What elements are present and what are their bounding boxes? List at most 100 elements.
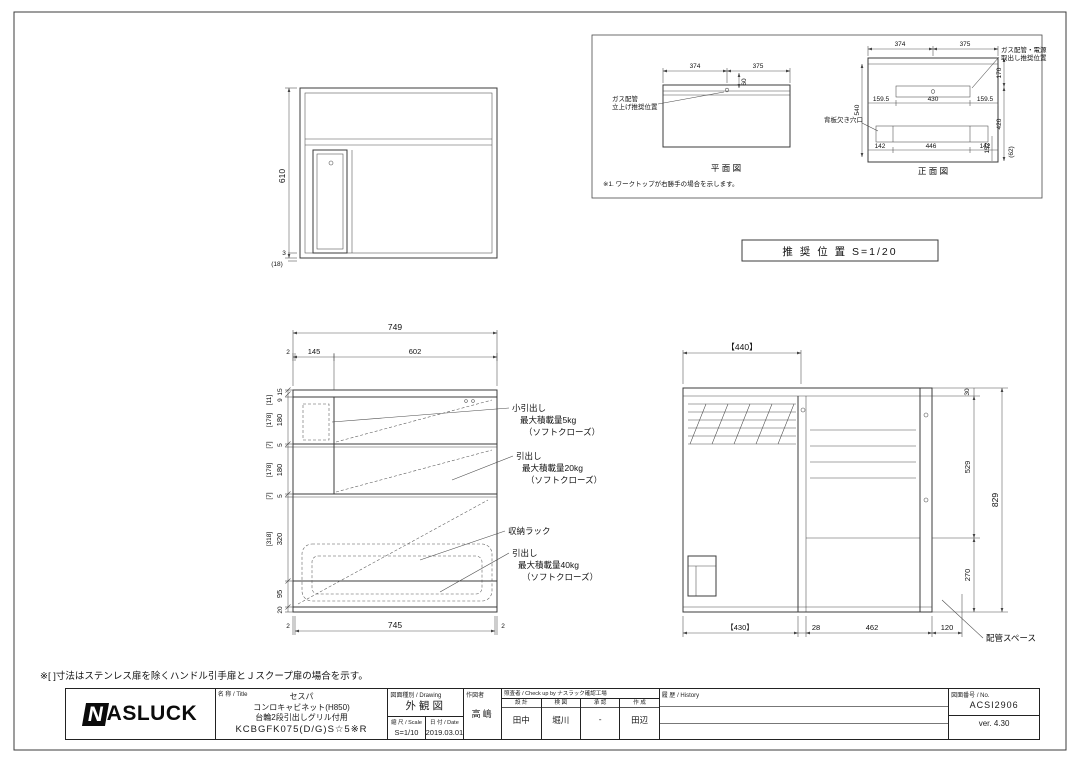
date-value: 2019.03.01 [425,728,464,737]
check-author-value: 田辺 [631,715,649,725]
dim-front-2-top: 2 [286,349,290,356]
dim-front-180b: 180 [275,464,284,477]
dim-inset-front-142-right: 142 [980,143,991,150]
pipe-space-label: 配管スペース [986,633,1036,643]
product-model-number: KCBGFK075(D/G)S☆5※R [235,723,368,735]
back-hole-label: 背板欠き穴口 [824,115,863,124]
dim-side-30: 30 [964,388,971,396]
drawing-number-value: ACSI2906 [969,700,1019,710]
dim-inset-front-152: 152 [984,142,991,153]
check-cell-author: 作 成 田辺 [620,699,659,739]
check-cell: 照査者 / Check up by ナスラック確認工場 設 計 田中 検 図 堀… [502,689,660,739]
dim-topview-3: 3 [282,250,286,257]
gas-riser-label-line1: ガス配管 [612,94,639,103]
dim-front-180a: 180 [275,414,284,427]
dim-inset-plan-375: 375 [753,63,764,70]
drawn-by-value: 高嶋 [471,709,494,719]
callout-drawer20-line3: （ソフトクローズ） [526,475,602,485]
check-author-header: 作 成 [620,699,659,708]
dim-front-178b: [178] [266,463,273,478]
recommended-position-label: 推 奨 位 置 S=1/20 [782,245,897,258]
check-cell-review: 検 図 堀川 [541,699,581,739]
dim-inset-front-159-5-right: 159.5 [977,96,994,103]
dim-front-2-bottom-left: 2 [286,623,290,630]
inset-note: ※1. ワークトップが右勝手の場合を示します。 [603,179,739,188]
drawing-type-cell: 図面種別 / Drawing 外観図 縮 尺 / Scale S=1/10 日 … [388,689,465,739]
date-cell: 日 付 / Date 2019.03.01 [426,717,464,739]
callout-drawer40-line2: 最大積載量40kg [518,560,579,570]
plan-caption: 平 面 図 [711,163,741,173]
drawing-number-header: 図面番号 / No. [951,693,990,699]
drawing-type-header: 図面種別 / Drawing [390,693,442,699]
history-row-line [659,706,949,707]
dim-inset-plan-374: 374 [690,63,701,70]
check-approve-value: - [598,714,602,724]
dim-front-318: [318] [266,532,273,547]
check-design-value: 田中 [512,715,530,725]
dim-inset-front-170: 170 [996,67,1003,78]
drawing-type-value: 外観図 [405,700,446,712]
dim-inset-front-374: 374 [895,41,906,48]
dim-front-20: 20 [277,606,284,614]
callout-drawer40-line1: 引出し [512,548,538,558]
callout-small-drawer-line1: 小引出し [512,403,546,413]
inset-front-view: 374 375 159.5 430 159.5 142 446 142 540 … [824,41,1047,176]
check-review-header: 検 図 [541,699,580,708]
history-row-line [659,723,949,724]
nasluck-logo-text: ASLUCK [106,702,198,725]
callout-small-drawer-line3: （ソフトクローズ） [524,427,600,437]
dim-front-5a: 5 [277,443,284,447]
date-header: 日 付 / Date [430,720,459,726]
dim-front-749: 749 [388,322,402,332]
check-cell-approve: 承 認 - [580,699,621,739]
dim-front-95: 95 [275,590,284,598]
dim-front-602: 602 [409,347,422,356]
dim-topview-18: (18) [271,261,283,268]
callout-small-drawer-line2: 最大積載量5kg [520,415,576,425]
dim-inset-front-430: 430 [928,96,939,103]
dim-inset-front-420: 420 [996,118,1003,129]
dim-side-430: 【430】 [726,623,754,632]
scale-value: S=1/10 [394,728,419,737]
dim-front-745: 745 [388,620,402,630]
dim-side-829: 829 [990,493,1000,507]
sheet-border [13,11,1067,751]
callout-storage-rack: 収納ラック [508,526,551,536]
drawn-by-header: 作図者 [466,693,485,699]
dim-inset-front-446: 446 [926,143,937,150]
dim-inset-front-62: (62) [1008,146,1015,158]
dim-inset-plan-60: 60 [741,78,748,86]
top-view: 610 3 (18) [271,87,498,268]
dim-front-5b: 5 [277,494,284,498]
dim-inset-front-540: 540 [854,104,861,115]
nasluck-logo-n: N [81,702,109,726]
check-review-value: 堀川 [552,715,570,725]
dim-inset-front-142-left: 142 [875,143,886,150]
title-cell: 名 称 / Title セスパ コンロキャビネット(H850) 台輪2段引出しグ… [216,689,389,739]
dim-topview-610: 610 [277,169,287,183]
gas-outlet-label-line1: ガス配管・電源 [1001,45,1047,54]
drawing-number-cell: 図面番号 / No. ACSI2906 ver. 4.30 [949,689,1039,739]
check-header: 照査者 / Check up by ナスラック確認工場 [502,689,659,699]
dim-side-270: 270 [963,569,972,582]
dim-side-462: 462 [866,623,879,632]
product-series: セスパ [289,692,314,701]
product-spec: 台輪2段引出しグリル付用 [255,713,348,722]
inset-plan-view: 374 375 60 ガス配管 立上げ推奨位置 平 面 図 [612,63,791,173]
callout-drawer20-line2: 最大積載量20kg [522,463,583,473]
recommended-position-box: 推 奨 位 置 S=1/20 [741,239,939,262]
dim-side-440: 【440】 [726,342,757,352]
front-elevation: 749 2 145 602 15 9 [11] 180 [178] 5 [7] … [266,322,602,635]
callout-drawer40-line3: （ソフトクローズ） [522,572,598,582]
dim-front-320: 320 [275,533,284,546]
dim-front-15: 15 [277,388,284,396]
gas-riser-label-line2: 立上げ推奨位置 [612,102,658,111]
drawing-version: ver. 4.30 [949,715,1039,728]
dim-front-2-bottom-right: 2 [501,623,505,630]
dim-front-11b: [11] [266,395,273,406]
callout-drawer20-line1: 引出し [516,451,542,461]
